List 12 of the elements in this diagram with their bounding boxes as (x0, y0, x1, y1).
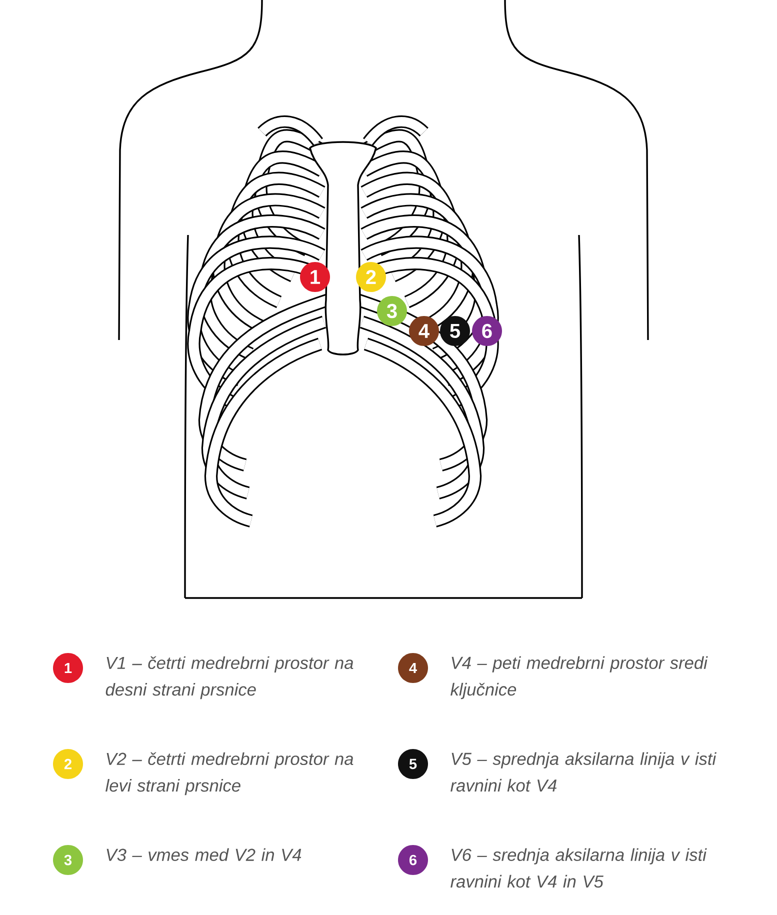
swatch-number: 4 (409, 662, 417, 674)
swatch-number: 1 (64, 662, 72, 674)
swatch-number: 3 (64, 854, 72, 866)
swatch-number: 5 (409, 758, 417, 770)
legend-text: V2 – četrti medrebrni prostor na levi strani prsnice (106, 752, 354, 796)
swatch-number: 2 (64, 758, 72, 770)
legend-text: V5 – sprednja aksilarna linija v isti ravnini kot V4 (450, 752, 716, 792)
swatch-number: 6 (409, 854, 417, 866)
legend-text: V3 – vmes med V2 in V4 (106, 848, 302, 862)
legend-text: V6 – srednja aksilarna linija v isti ravnini kot V4 in V5 (450, 848, 707, 888)
legend-text: V1 – četrti medrebrni prostor na desni strani prsnice (106, 656, 354, 700)
legend-text: V4 – peti medrebrni prostor sredi ključnice (450, 656, 708, 700)
